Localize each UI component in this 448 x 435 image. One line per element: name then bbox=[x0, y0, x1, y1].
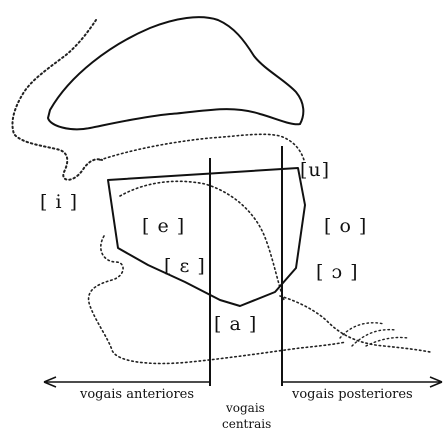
vowel-label-epsilon: [ ε ] bbox=[164, 255, 206, 277]
vowel-label-i: [ i ] bbox=[40, 191, 78, 213]
tongue-dotted bbox=[120, 181, 284, 300]
central-vowels-label-1: vogais bbox=[225, 401, 265, 415]
vowel-label-o: [ o ] bbox=[324, 215, 367, 237]
vowel-label-e: [ e ] bbox=[142, 215, 185, 237]
jaw-dotted bbox=[89, 236, 346, 364]
vowel-label-u: [u] bbox=[300, 159, 330, 181]
vowel-label-open-o: [ ɔ ] bbox=[316, 261, 359, 283]
central-vowels-label-2: centrais bbox=[222, 417, 271, 430]
larynx-dotted bbox=[340, 323, 408, 346]
front-vowels-label: vogais anteriores bbox=[79, 387, 194, 402]
pharynx-dotted bbox=[280, 296, 430, 352]
upper-palate-dotted bbox=[100, 134, 304, 160]
back-vowels-label: vogais posteriores bbox=[291, 387, 413, 402]
vowel-label-a: [ a ] bbox=[214, 313, 257, 335]
